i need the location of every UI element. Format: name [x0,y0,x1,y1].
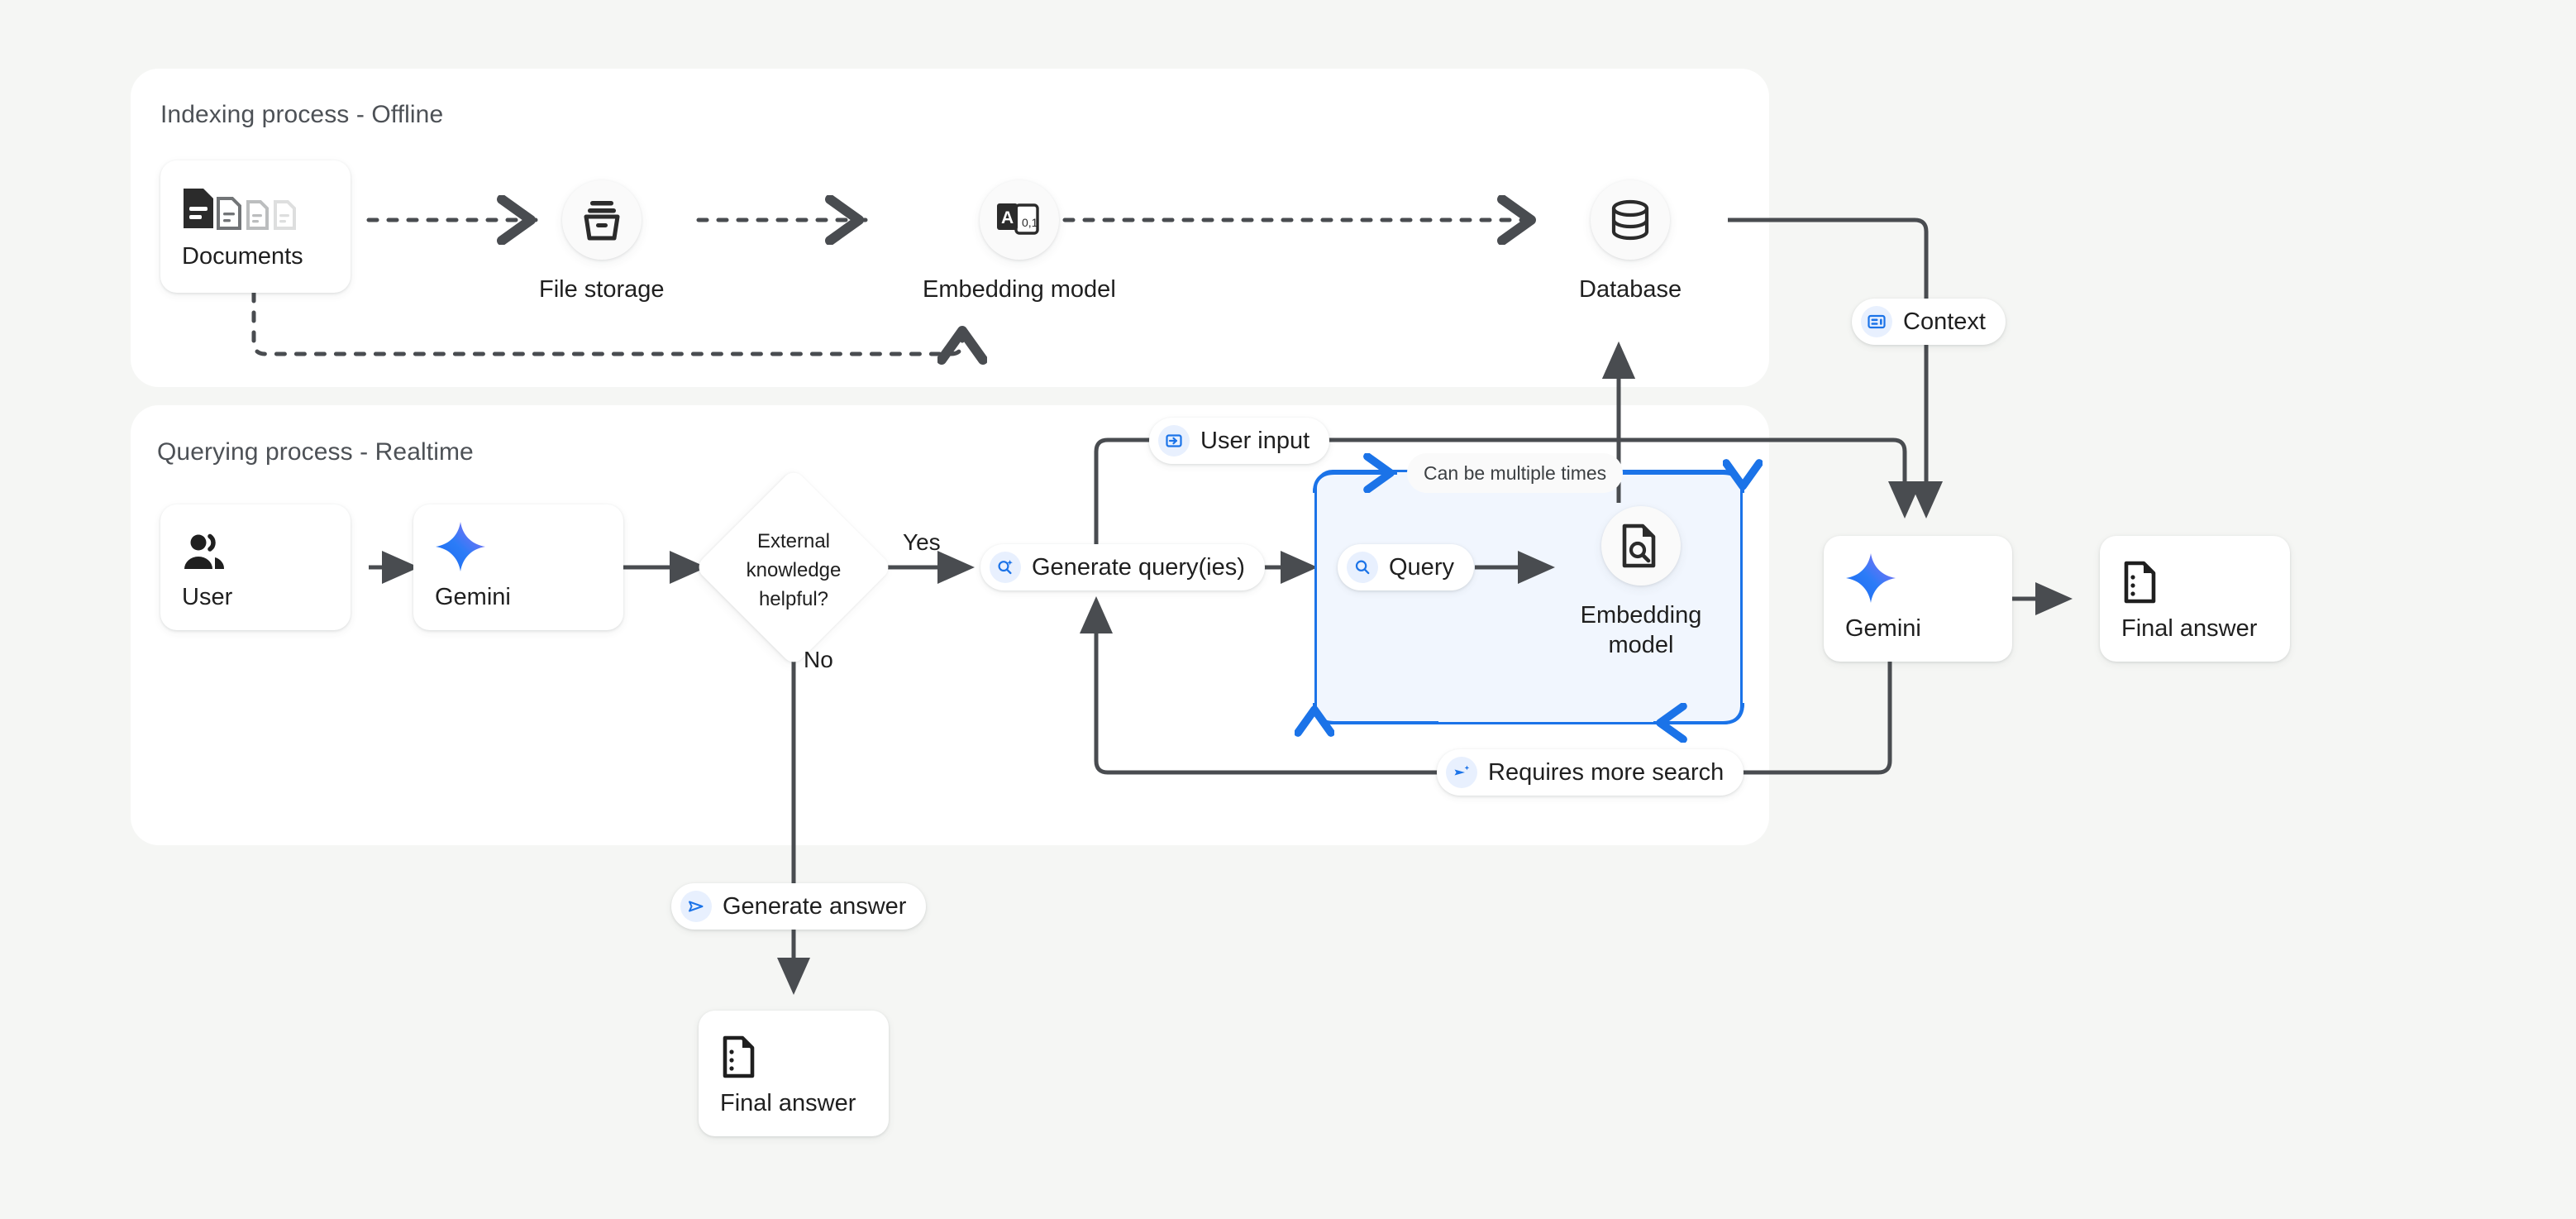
chip-query[interactable]: Query [1338,544,1474,590]
node-database[interactable]: Database [1579,180,1682,304]
search-icon [1347,552,1378,583]
node-final-answer-bottom[interactable]: Final answer [699,1011,889,1136]
node-embedding-model-indexing[interactable]: 0,1 A Embedding model [923,180,1116,304]
database-icon [1591,180,1671,260]
node-label: Final answer [720,1089,856,1116]
chip-label: Generate answer [723,892,907,920]
node-label: User [182,583,233,610]
file-storage-icon [561,180,642,260]
search-sparkle-icon [990,552,1021,583]
node-gemini-left[interactable]: Gemini [413,504,623,630]
chip-generate-queries[interactable]: Generate query(ies) [980,544,1265,590]
node-label: Gemini [435,583,511,610]
svg-text:A: A [1001,208,1014,227]
chip-context[interactable]: Context [1852,299,2006,345]
gemini-sparkle-icon [1845,552,1991,604]
node-label: Embedding model [1580,602,1702,659]
edge-label-yes: Yes [903,529,941,555]
node-label: Database [1579,276,1682,303]
login-arrow-icon [1158,425,1190,457]
node-label: Embedding model [923,276,1116,303]
context-card-icon [1861,306,1892,337]
document-search-icon [1601,506,1681,586]
final-answer-icon [720,1030,867,1078]
documents-icon [182,184,329,232]
final-answer-icon [2121,556,2268,604]
chip-label: Generate query(ies) [1032,553,1245,581]
chip-label: Requires more search [1488,758,1724,786]
loop-boundary-box [1314,470,1743,724]
node-gemini-right[interactable]: Gemini [1824,536,2012,662]
label-can-be-multiple-times: Can be multiple times [1407,453,1624,493]
chip-generate-answer[interactable]: Generate answer [671,883,927,930]
gemini-sparkle-icon [435,521,602,572]
panel-title-indexing: Indexing process - Offline [160,101,444,128]
text-to-vector-icon: 0,1 A [979,180,1059,260]
node-label: File storage [539,276,665,303]
chip-label: Query [1389,553,1454,581]
node-label: Documents [182,242,303,270]
send-sparkle-icon [1446,757,1477,788]
decision-label: External knowledge helpful? [746,530,842,610]
svg-text:0,1: 0,1 [1022,216,1038,229]
node-label: Final answer [2121,614,2258,642]
node-embedding-model-query[interactable]: Embedding model [1571,506,1711,661]
node-user[interactable]: User [160,504,351,630]
node-documents[interactable]: Documents [160,160,351,293]
send-icon [680,891,712,922]
chip-requires-more-search[interactable]: Requires more search [1437,749,1744,796]
node-final-answer-right[interactable]: Final answer [2100,536,2290,662]
edge-label-no: No [804,647,833,672]
chip-user-input[interactable]: User input [1149,418,1330,464]
node-file-storage[interactable]: File storage [539,180,665,304]
chip-label: Context [1903,308,1986,335]
node-label: Gemini [1845,614,1921,642]
user-group-icon [182,524,329,572]
chip-label: User input [1200,427,1310,454]
panel-title-querying: Querying process - Realtime [157,438,474,466]
